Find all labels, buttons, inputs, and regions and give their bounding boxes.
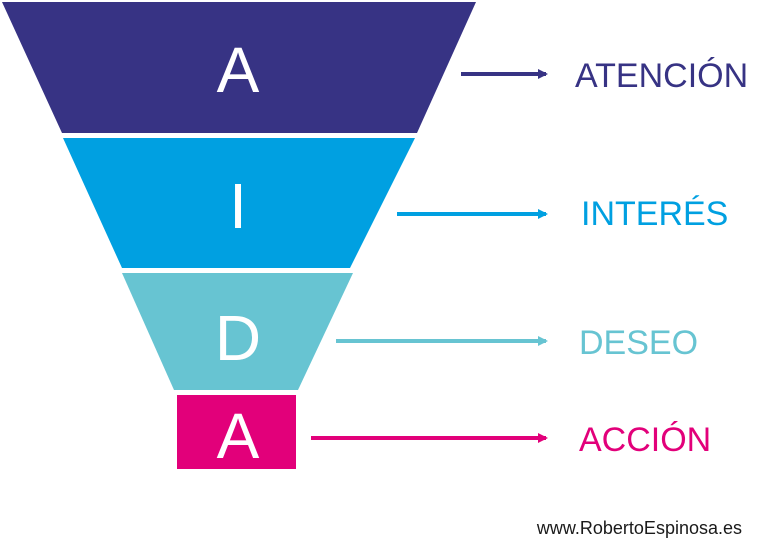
funnel-segment-deseo [122, 273, 353, 390]
funnel-segment-accion [177, 395, 296, 469]
funnel-segment-interes [63, 138, 415, 268]
stage-label-atencion: ATENCIÓN [575, 57, 748, 95]
stage-atencion: A ATENCIÓN [2, 2, 748, 133]
stage-label-deseo: DESEO [579, 324, 698, 362]
stage-deseo: D DESEO [122, 273, 698, 390]
stage-label-accion: ACCIÓN [579, 421, 711, 459]
stage-accion: A ACCIÓN [177, 395, 711, 472]
stage-letter-atencion: A [217, 34, 260, 106]
stage-interes: I INTERÉS [63, 138, 728, 268]
funnel-segment-atencion [2, 2, 476, 133]
footer-website: www.RobertoEspinosa.es [536, 518, 742, 538]
stage-label-interes: INTERÉS [581, 195, 728, 233]
stage-letter-interes: I [229, 170, 247, 242]
stage-letter-accion: A [217, 400, 260, 472]
stage-letter-deseo: D [215, 302, 261, 374]
